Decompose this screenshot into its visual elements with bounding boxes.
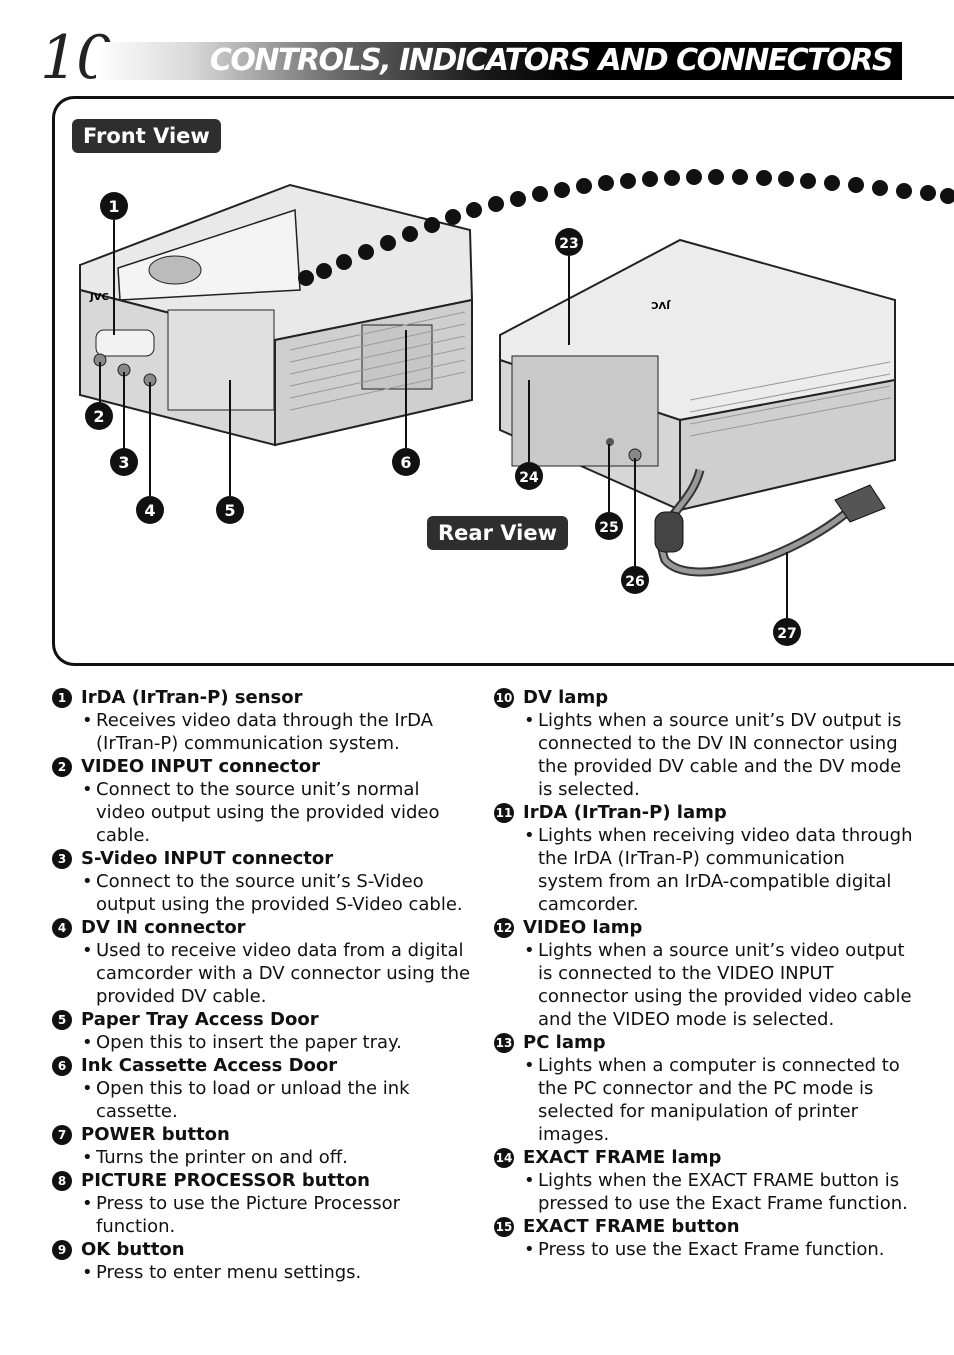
- item-pc-lamp: 13 PC lamp Lights when a computer is conn…: [494, 1031, 914, 1146]
- item-description: Open this to load or unload the ink cass…: [52, 1077, 472, 1123]
- callout-3: 3: [110, 448, 138, 476]
- item-paper-tray-door: 5 Paper Tray Access Door Open this to ins…: [52, 1008, 472, 1054]
- item-power-button: 7 POWER button Turns the printer on and o…: [52, 1123, 472, 1169]
- item-title: Ink Cassette Access Door: [81, 1055, 338, 1076]
- item-number: 2: [52, 756, 72, 777]
- callout-6: 6: [392, 448, 420, 476]
- svg-text:5: 5: [224, 501, 235, 520]
- callout-1: 1: [100, 192, 128, 220]
- callout-23: 23: [555, 228, 583, 256]
- item-title: IrDA (IrTran-P) lamp: [523, 802, 727, 823]
- front-view-label: Front View: [72, 119, 221, 153]
- item-title: DV IN connector: [81, 917, 246, 938]
- svg-text:27: 27: [777, 626, 796, 642]
- rear-brand-logo: JVC: [651, 299, 671, 310]
- page-title: CONTROLS, INDICATORS AND CONNECTORS: [209, 43, 894, 78]
- item-number: 3: [52, 848, 72, 869]
- svg-text:24: 24: [519, 470, 539, 486]
- item-description: Receives video data through the IrDA (Ir…: [52, 709, 472, 755]
- leader-lines: [99, 220, 788, 618]
- svg-text:25: 25: [599, 520, 618, 536]
- item-description: Press to enter menu settings.: [52, 1261, 472, 1284]
- item-exact-frame-button: 15 EXACT FRAME button Press to use the Ex…: [494, 1215, 914, 1261]
- item-description: Lights when a computer is connected to t…: [494, 1054, 914, 1146]
- callout-5: 5: [216, 496, 244, 524]
- item-ink-cassette-door: 6 Ink Cassette Access Door Open this to l…: [52, 1054, 472, 1123]
- callout-24: 24: [515, 462, 543, 490]
- item-description: Lights when receiving video data through…: [494, 824, 914, 916]
- item-description: Lights when a source unit’s video output…: [494, 939, 914, 1031]
- item-title: EXACT FRAME lamp: [523, 1147, 722, 1168]
- item-title: S-Video INPUT connector: [81, 848, 334, 869]
- item-title: IrDA (IrTran-P) sensor: [81, 687, 303, 708]
- callout-25: 25: [595, 512, 623, 540]
- item-description: Turns the printer on and off.: [52, 1146, 472, 1169]
- item-exact-frame-lamp: 14 EXACT FRAME lamp Lights when the EXACT…: [494, 1146, 914, 1215]
- item-title: PICTURE PROCESSOR button: [81, 1170, 370, 1191]
- svg-text:26: 26: [625, 574, 644, 590]
- item-number: 5: [52, 1009, 72, 1030]
- printer-illustration: JVC JVC: [79, 169, 954, 646]
- item-description: Press to use the Picture Processor funct…: [52, 1192, 472, 1238]
- svg-text:3: 3: [118, 453, 129, 472]
- svg-text:23: 23: [559, 236, 578, 252]
- descriptions-right-column: 10 DV lamp Lights when a source unit’s DV…: [494, 686, 914, 1261]
- item-ok-button: 9 OK button Press to enter menu settings.: [52, 1238, 472, 1284]
- dotted-arc: [298, 169, 954, 286]
- item-number: 12: [494, 917, 514, 938]
- item-number: 10: [494, 687, 514, 708]
- item-title: POWER button: [81, 1124, 230, 1145]
- item-video-input-connector: 2 VIDEO INPUT connector Connect to the so…: [52, 755, 472, 847]
- item-irda-sensor: 1 IrDA (IrTran-P) sensor Receives video d…: [52, 686, 472, 755]
- item-title: VIDEO INPUT connector: [81, 756, 320, 777]
- callout-26: 26: [621, 566, 649, 594]
- item-title: OK button: [81, 1239, 185, 1260]
- svg-text:1: 1: [108, 197, 119, 216]
- svg-text:4: 4: [144, 501, 155, 520]
- item-title: VIDEO lamp: [523, 917, 643, 938]
- callout-4: 4: [136, 496, 164, 524]
- item-video-lamp: 12 VIDEO lamp Lights when a source unit’s…: [494, 916, 914, 1031]
- item-number: 13: [494, 1032, 514, 1053]
- item-title: Paper Tray Access Door: [81, 1009, 319, 1030]
- item-description: Used to receive video data from a digita…: [52, 939, 472, 1008]
- callout-2: 2: [85, 402, 113, 430]
- item-dv-in-connector: 4 DV IN connector Used to receive video d…: [52, 916, 472, 1008]
- item-title: PC lamp: [523, 1032, 606, 1053]
- item-description: Connect to the source unit’s S-Video out…: [52, 870, 472, 916]
- item-number: 14: [494, 1147, 514, 1168]
- callout-27: 27: [773, 618, 801, 646]
- front-printer-illustration: JVC: [79, 183, 474, 447]
- descriptions-left-column: 1 IrDA (IrTran-P) sensor Receives video d…: [52, 686, 472, 1284]
- item-number: 1: [52, 687, 72, 708]
- item-number: 4: [52, 917, 72, 938]
- front-brand-logo: JVC: [89, 292, 109, 303]
- item-number: 11: [494, 802, 514, 823]
- item-dv-lamp: 10 DV lamp Lights when a source unit’s DV…: [494, 686, 914, 801]
- rear-printer-illustration: JVC: [499, 238, 896, 577]
- item-title: DV lamp: [523, 687, 609, 708]
- item-picture-processor-button: 8 PICTURE PROCESSOR button Press to use t…: [52, 1169, 472, 1238]
- item-number: 15: [494, 1216, 514, 1237]
- item-irda-lamp: 11 IrDA (IrTran-P) lamp Lights when recei…: [494, 801, 914, 916]
- item-description: Lights when a source unit’s DV output is…: [494, 709, 914, 801]
- item-number: 7: [52, 1124, 72, 1145]
- title-bar: CONTROLS, INDICATORS AND CONNECTORS: [96, 42, 902, 80]
- item-description: Lights when the EXACT FRAME button is pr…: [494, 1169, 914, 1215]
- svg-text:2: 2: [93, 407, 104, 426]
- item-s-video-input-connector: 3 S-Video INPUT connector Connect to the …: [52, 847, 472, 916]
- figure-frame: [52, 96, 954, 666]
- svg-text:6: 6: [400, 453, 411, 472]
- item-number: 6: [52, 1055, 72, 1076]
- item-description: Open this to insert the paper tray.: [52, 1031, 472, 1054]
- item-number: 9: [52, 1239, 72, 1260]
- item-number: 8: [52, 1170, 72, 1191]
- item-description: Connect to the source unit’s normal vide…: [52, 778, 472, 847]
- item-description: Press to use the Exact Frame function.: [494, 1238, 914, 1261]
- rear-view-label: Rear View: [427, 516, 568, 550]
- item-title: EXACT FRAME button: [523, 1216, 740, 1237]
